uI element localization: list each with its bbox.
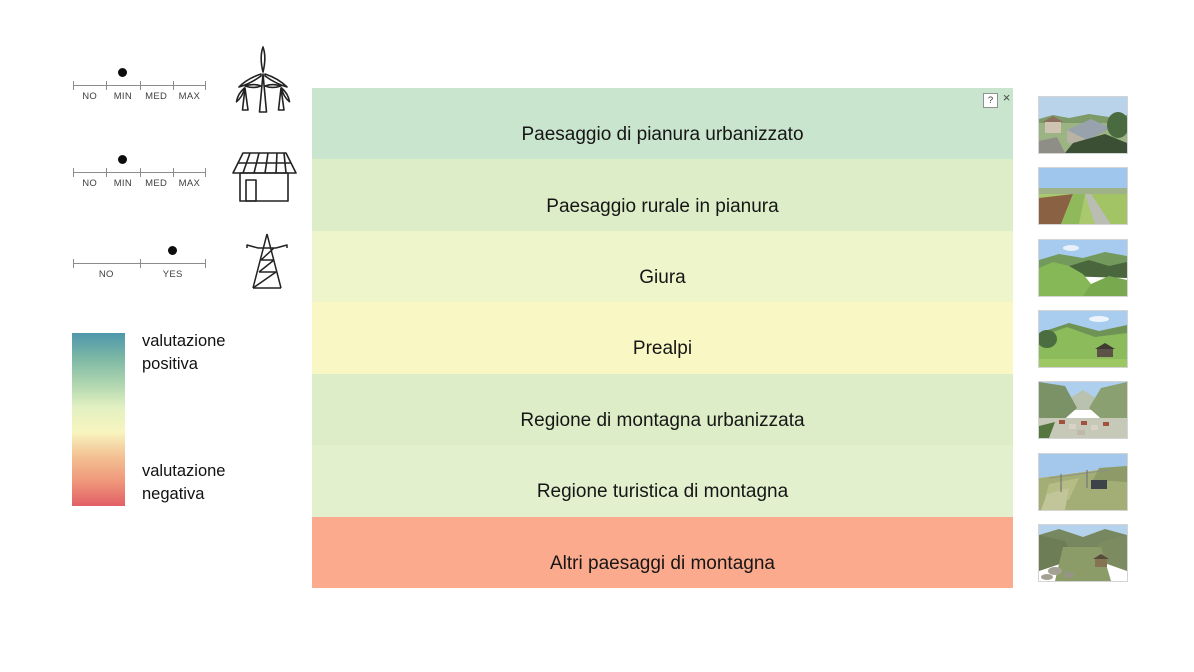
slider-tick (139, 259, 141, 268)
slider-tick (106, 168, 108, 177)
slider-option-max: MAX (178, 178, 201, 189)
slider-tick (73, 168, 74, 177)
slider-tick (139, 81, 141, 90)
slider-option-med: MED (145, 178, 168, 189)
band-paesaggio-rurale-in-pianura: Paesaggio rurale in pianura (312, 159, 1013, 231)
band-regione-turistica-di-montagna: Regione turistica di montagna (312, 445, 1013, 517)
urban-plain-photo (1039, 97, 1127, 153)
alpine-valley-hut-photo (1039, 525, 1127, 581)
band-label: Prealpi (632, 338, 693, 360)
thumbnail-altri-paesaggi-di-montagna (1038, 524, 1128, 582)
wind-energy-slider[interactable]: NO MIN MED MAX (73, 65, 206, 107)
thumbnail-paesaggio-di-pianura-urbanizzato (1038, 96, 1128, 154)
band-giura: Giura (312, 230, 1013, 303)
band-label: Giura (639, 267, 686, 289)
slider-handle[interactable] (168, 246, 178, 255)
band-label: Regione di montagna urbanizzata (520, 409, 805, 431)
wind-turbines-icon (232, 44, 294, 114)
slider-option-yes: YES (162, 269, 183, 280)
slider-tick (73, 81, 74, 90)
slider-option-max: MAX (178, 91, 201, 102)
power-lines-slider[interactable]: NO YES (73, 243, 206, 285)
slider-option-no: NO (82, 178, 98, 189)
slider-tick (172, 81, 174, 90)
band-label: Regione turistica di montagna (536, 481, 789, 503)
thumbnail-regione-di-montagna-urbanizzata (1038, 381, 1128, 439)
legend-positive-label: valutazione positiva (142, 332, 226, 373)
slider-handle[interactable] (118, 155, 128, 164)
solar-panel-house-icon (229, 146, 299, 204)
thumbnail-regione-turistica-di-montagna (1038, 453, 1128, 511)
slider-tick (172, 168, 174, 177)
rural-plain-photo (1039, 168, 1127, 224)
band-regione-di-montagna-urbanizzata: Regione di montagna urbanizzata (312, 373, 1013, 446)
close-icon[interactable]: × (1002, 90, 1011, 105)
band-prealpi: Prealpi (312, 302, 1013, 374)
slider-handle[interactable] (118, 68, 128, 77)
band-paesaggio-di-pianura-urbanizzato: Paesaggio di pianura urbanizzato (312, 88, 1013, 160)
thumbnail-paesaggio-rurale-in-pianura (1038, 167, 1128, 225)
tourist-mountain-skilift-photo (1039, 454, 1127, 510)
slider-tick (73, 259, 74, 268)
prealps-photo (1039, 311, 1127, 367)
band-label: Paesaggio rurale in pianura (546, 195, 779, 217)
slider-option-no: NO (82, 91, 98, 102)
slider-option-min: MIN (113, 91, 133, 102)
slider-option-med: MED (145, 91, 168, 102)
band-altri-paesaggi-di-montagna: Altri paesaggi di montagna (312, 516, 1013, 588)
evaluation-gradient-bar (72, 333, 125, 506)
thumbnail-prealpi (1038, 310, 1128, 368)
help-button[interactable]: ? (983, 93, 998, 108)
jura-hills-photo (1039, 240, 1127, 296)
slider-option-min: MIN (113, 178, 133, 189)
slider-tick (106, 81, 108, 90)
slider-tick (205, 168, 206, 177)
band-label: Altri paesaggi di montagna (550, 552, 775, 574)
thumbnail-giura (1038, 239, 1128, 297)
band-label: Paesaggio di pianura urbanizzato (521, 124, 804, 146)
urban-mountain-valley-photo (1039, 382, 1127, 438)
slider-tick (205, 81, 206, 90)
slider-option-no: NO (98, 269, 114, 280)
slider-tick (139, 168, 141, 177)
slider-tick (205, 259, 206, 268)
legend-negative-label: valutazione negativa (142, 462, 226, 503)
landscape-categories-panel: Paesaggio di pianura urbanizzato Paesagg… (312, 88, 1013, 588)
solar-energy-slider[interactable]: NO MIN MED MAX (73, 152, 206, 194)
electricity-pylon-icon (244, 232, 290, 290)
